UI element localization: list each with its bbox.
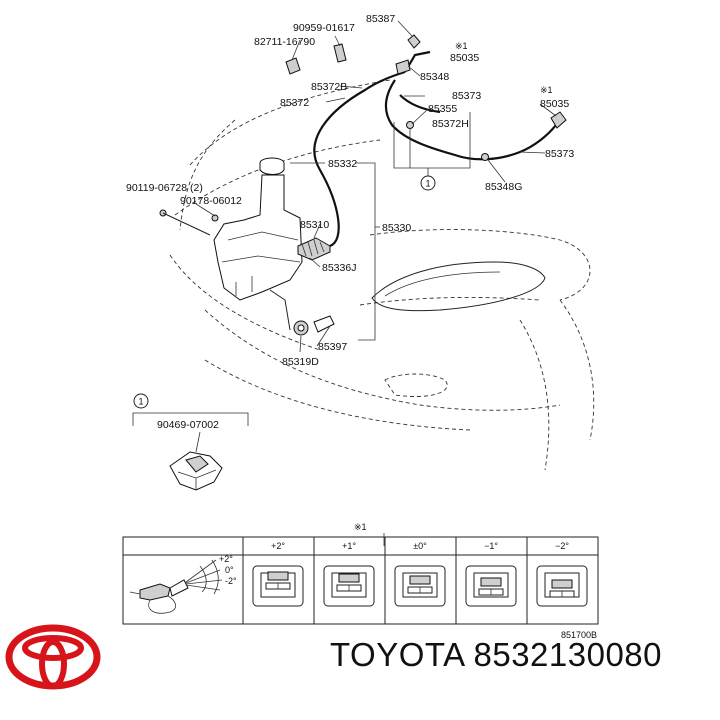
label-85372: 85372 xyxy=(280,97,309,109)
callout-circle-1: 1 xyxy=(420,175,436,191)
table-header-zero: ±0° xyxy=(413,541,427,551)
main-hose xyxy=(313,70,406,248)
nozzle-symbol-minus2 xyxy=(536,565,588,607)
label-85372h: 85372H xyxy=(432,118,469,130)
part-labels: 85387 90959-01617 82711-16790 ※1 85035 8… xyxy=(126,13,574,368)
label-85387: 85387 xyxy=(366,13,395,25)
nozzle-symbol-minus1 xyxy=(465,565,517,607)
angle-label-plus2: +2° xyxy=(219,554,233,564)
leader-lines xyxy=(195,20,557,353)
label-85330: 85330 xyxy=(382,222,411,234)
label-85373-a: 85373 xyxy=(452,90,481,102)
table-header-plus1: +1° xyxy=(342,541,356,551)
bumper-edge xyxy=(269,289,291,331)
angle-table: ※1 +2° +1° ±0° −1° −2° +2° 0° -2° xyxy=(122,522,599,640)
note-mark-a: ※1 xyxy=(455,41,468,51)
label-85348g: 85348G xyxy=(485,181,522,193)
label-85035-b: 85035 xyxy=(540,98,569,110)
callout-circle-1-text: 1 xyxy=(425,179,430,189)
brand-and-part-number: TOYOTA 8532130080 xyxy=(330,636,662,674)
clip-detail: 1 90469-07002 xyxy=(132,393,249,491)
label-85310: 85310 xyxy=(300,219,329,231)
clip-90178 xyxy=(211,214,219,222)
reservoir-cap xyxy=(259,157,285,175)
label-90178-06012: 90178-06012 xyxy=(180,195,242,207)
toyota-logo xyxy=(5,624,101,690)
label-85348: 85348 xyxy=(420,71,449,83)
label-85336j: 85336J xyxy=(322,262,356,274)
label-82711-16790: 82711-16790 xyxy=(254,36,315,48)
nozzle-symbol-zero xyxy=(394,565,446,607)
label-90119-06728: 90119-06728 (2) xyxy=(126,182,203,194)
table-header-plus2: +2° xyxy=(271,541,285,551)
diagram-code: 851700B xyxy=(561,630,597,640)
label-85397: 85397 xyxy=(318,341,347,353)
headlamp xyxy=(371,261,546,312)
label-85372b: 85372B xyxy=(311,81,347,93)
callout-circle-1b-text: 1 xyxy=(138,397,143,407)
label-90959-01617: 90959-01617 xyxy=(293,22,355,34)
part-number: 8532130080 xyxy=(473,636,663,673)
brand-name: TOYOTA xyxy=(330,636,464,673)
label-85035-a: 85035 xyxy=(450,52,479,64)
screw-90119 xyxy=(159,209,211,236)
label-85319d: 85319D xyxy=(282,356,319,368)
clip-90469 xyxy=(169,451,223,491)
nozzle-symbol-plus1 xyxy=(323,565,375,607)
label-85355: 85355 xyxy=(428,103,457,115)
level-sensor xyxy=(293,315,335,336)
table-header-minus1: −1° xyxy=(484,541,498,551)
washer-pump xyxy=(297,237,331,261)
label-90469-07002: 90469-07002 xyxy=(157,419,219,431)
label-85332: 85332 xyxy=(328,158,357,170)
nozzle-spray-illustration: +2° 0° -2° xyxy=(129,554,237,614)
table-header-minus2: −2° xyxy=(555,541,569,551)
angle-label-minus2: -2° xyxy=(225,576,237,586)
headlamp-washer-hoses xyxy=(285,34,567,161)
washer-reservoir xyxy=(213,174,303,301)
nozzle-symbol-plus2 xyxy=(252,565,304,607)
note-mark-b: ※1 xyxy=(540,85,553,95)
label-85373-b: 85373 xyxy=(545,148,574,160)
note-mark-c: ※1 xyxy=(354,522,367,532)
angle-label-zero: 0° xyxy=(225,565,234,575)
